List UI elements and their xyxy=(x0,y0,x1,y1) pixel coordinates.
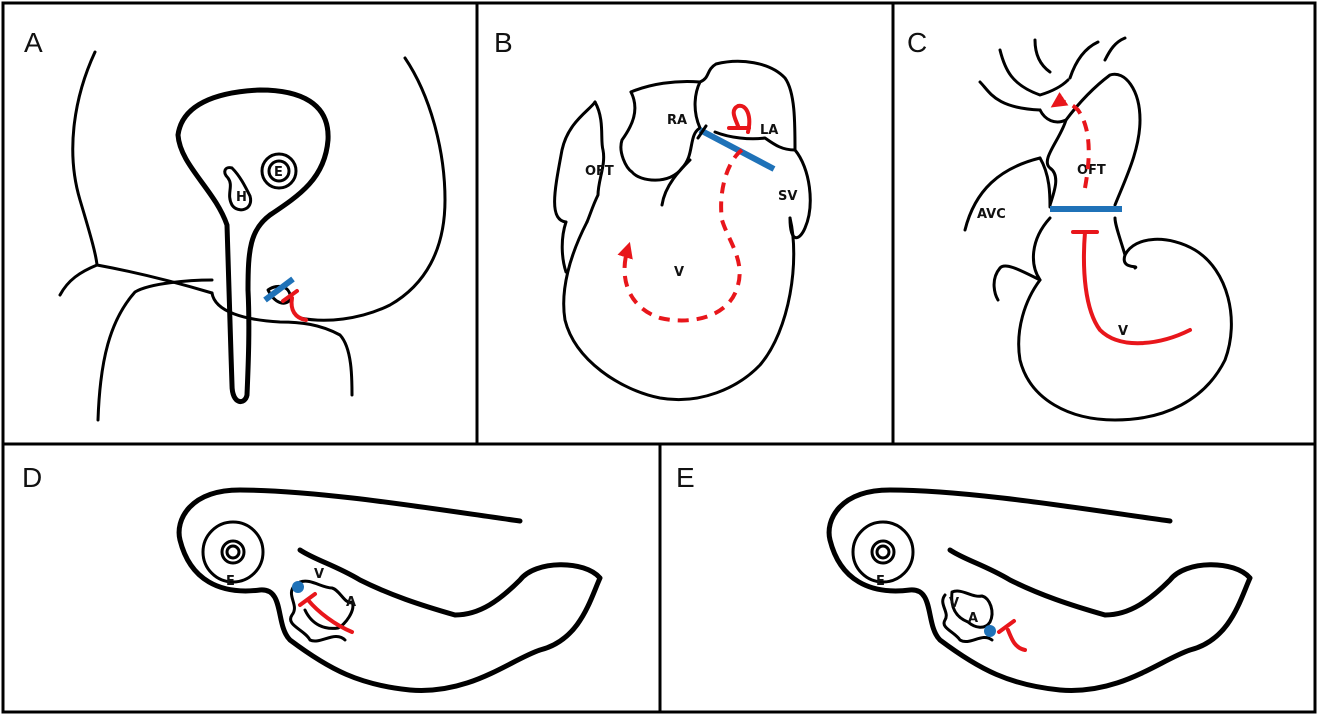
panel-e-larva-outline xyxy=(829,490,1250,690)
label-d-a: A xyxy=(346,595,356,610)
panel-d-larva-outline xyxy=(179,490,600,690)
panel-c: C OFT AVC V xyxy=(907,27,1231,420)
label-c-avc: AVC xyxy=(977,207,1006,222)
label-e-e: E xyxy=(876,574,885,589)
panel-d: D E V A xyxy=(22,462,600,690)
label-d-e: E xyxy=(226,574,235,589)
panel-c-letter: C xyxy=(907,27,927,58)
label-b-sv: SV xyxy=(778,189,797,204)
label-e-a: A xyxy=(968,611,978,626)
panel-b-letter: B xyxy=(494,27,513,58)
panel-a: A E H xyxy=(24,27,445,420)
label-a-h: H xyxy=(236,190,247,205)
label-e-v: V xyxy=(949,596,959,611)
label-b-oft: OFT xyxy=(585,164,614,179)
panel-c-heart-outline xyxy=(965,38,1231,420)
label-c-v: V xyxy=(1118,324,1128,339)
label-d-v: V xyxy=(314,567,324,582)
label-a-e: E xyxy=(274,165,283,180)
blue-node-e xyxy=(984,625,996,637)
red-signal-b xyxy=(729,106,749,132)
panel-grid xyxy=(3,3,1315,712)
red-signal-a xyxy=(283,291,306,320)
label-b-v: V xyxy=(674,265,684,280)
panel-e: E E V A xyxy=(676,462,1250,690)
panel-d-letter: D xyxy=(22,462,42,493)
red-signal-e xyxy=(999,621,1025,650)
panel-b: B RA LA OFT SV V xyxy=(494,27,810,400)
label-c-oft: OFT xyxy=(1077,163,1106,178)
label-b-la: LA xyxy=(760,123,778,138)
red-flow-arrow-b xyxy=(625,150,742,320)
label-b-ra: RA xyxy=(667,113,687,128)
panel-a-letter: A xyxy=(24,27,43,58)
panel-e-letter: E xyxy=(676,462,695,493)
panel-a-embryo-outline xyxy=(60,52,445,420)
blue-node-d xyxy=(292,581,304,593)
